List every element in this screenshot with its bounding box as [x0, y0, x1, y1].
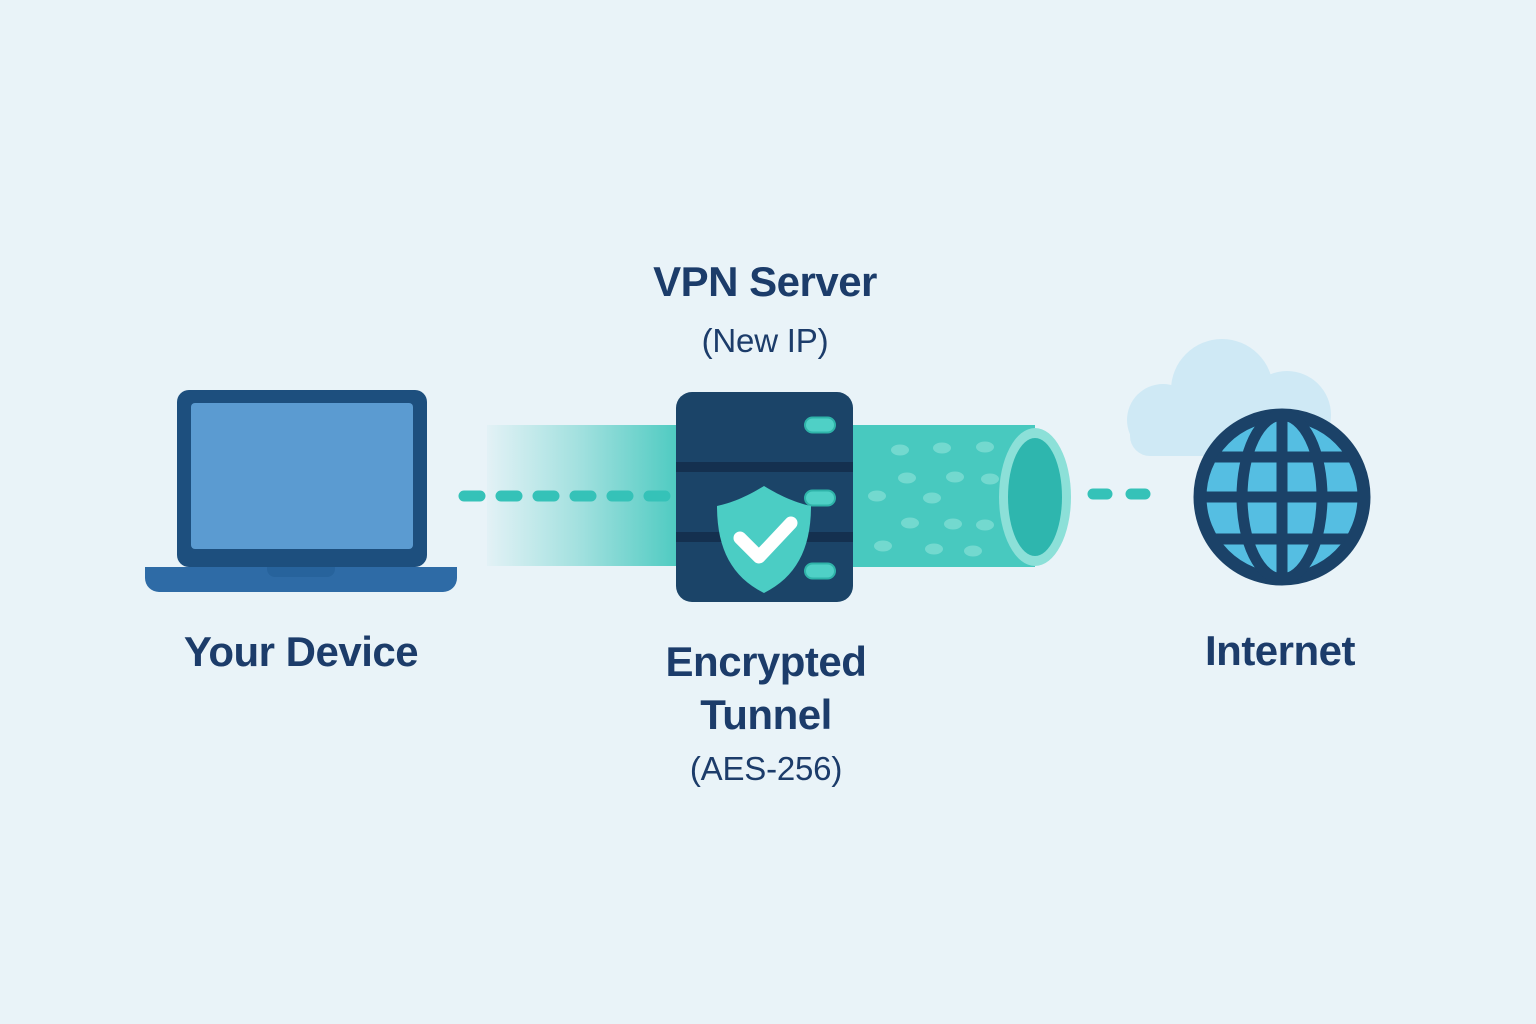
tunnel-label: Encrypted Tunnel [665, 638, 867, 738]
tunnel-subtitle: (AES-256) [689, 750, 843, 787]
shield-check-icon [717, 486, 811, 593]
internet-label: Internet [1204, 627, 1356, 674]
globe-icon [1193, 408, 1371, 586]
server-title: VPN Server [653, 258, 877, 305]
laptop-icon [145, 390, 457, 592]
checkmark-icon [733, 516, 798, 564]
server-led-lights [804, 416, 836, 580]
tunnel-dots [868, 441, 999, 557]
tunnel-opening [999, 428, 1071, 566]
laptop-notch [267, 567, 335, 577]
device-label: Your Device [183, 628, 419, 675]
server-subtitle: (New IP) [701, 322, 829, 359]
